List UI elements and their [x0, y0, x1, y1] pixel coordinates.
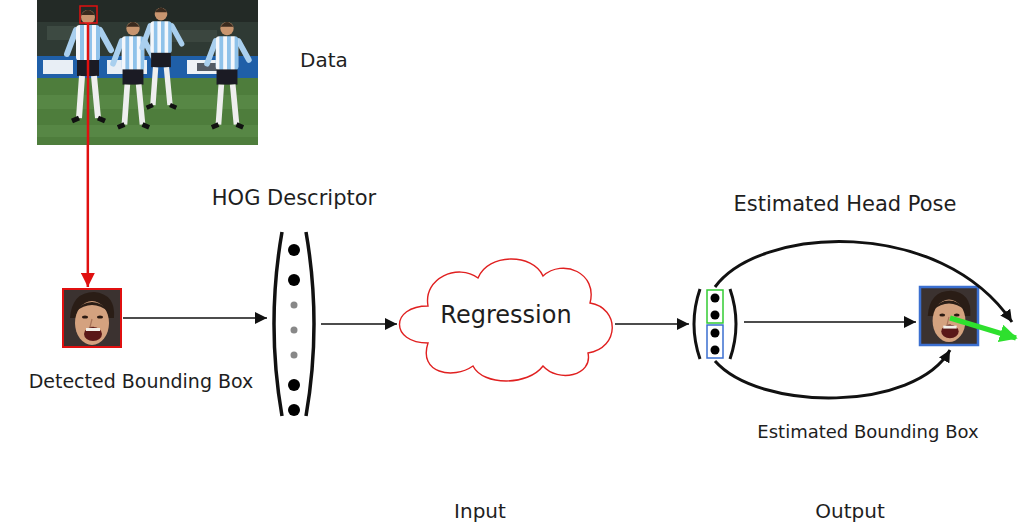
box-curve: [715, 350, 950, 398]
flow-arrow: [321, 323, 397, 325]
soccer-photo: [37, 0, 258, 145]
regression-cloud: Regression: [398, 248, 614, 383]
cloud-outline: [398, 248, 614, 383]
pose-curve: [715, 242, 1012, 322]
estimated-face: [920, 287, 978, 345]
box-label: Estimated Bounding Box: [738, 421, 998, 443]
node-label: Data: [300, 48, 430, 72]
node-label: Regression: [440, 301, 571, 330]
flow-arrow: [615, 323, 689, 325]
flow-arrow: [123, 317, 267, 319]
flow-arrow: [744, 321, 916, 323]
output-vector: [694, 289, 736, 359]
hog-vector: [274, 232, 314, 416]
detected-box: Detected Bounding Box: [62, 288, 122, 348]
section-label: Output: [790, 499, 910, 523]
data-image: Data: [37, 0, 258, 145]
hog-descriptor: HOG Descriptor: [268, 228, 320, 420]
section-label: Input: [420, 499, 540, 523]
pose-arrow: [950, 318, 1016, 338]
face-crop: [62, 288, 122, 348]
node-label: Detected Bounding Box: [6, 370, 276, 393]
node-label: HOG Descriptor: [194, 186, 394, 211]
flow-arrow: [87, 145, 90, 287]
pose-label: Estimated Head Pose: [715, 192, 975, 217]
